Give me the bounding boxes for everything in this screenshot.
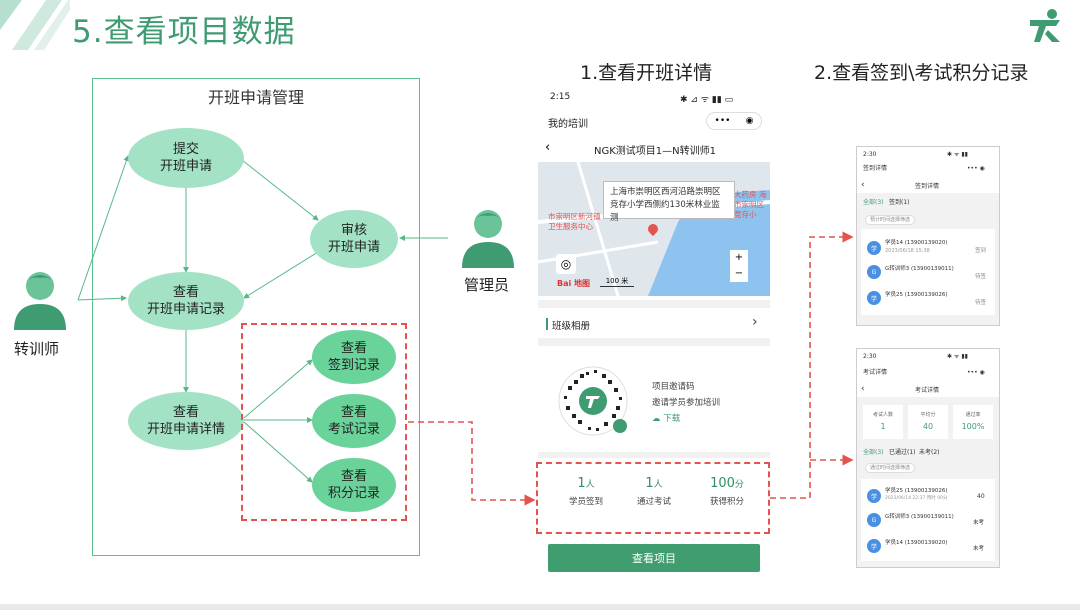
status-time: 2:15	[550, 92, 571, 102]
row-sub: 2023/06/18 15:38	[885, 248, 930, 254]
stat-exam: 1人 通过考试	[636, 476, 671, 507]
album-label[interactable]: 班级相册	[552, 321, 591, 332]
flow-box	[92, 78, 420, 556]
avatar: 学	[867, 241, 881, 255]
qr-code-icon	[558, 366, 628, 436]
row-status: 待签	[975, 300, 987, 306]
separator	[538, 338, 770, 346]
status-icons: ✱ ⊿ ᯤ ▮▮ ▭	[680, 95, 734, 105]
map-label-left: 市崇明区新河镇卫生服务中心	[548, 212, 601, 231]
brand-logo-icon	[1030, 9, 1060, 42]
avatar: 学	[867, 291, 881, 305]
trainer-label: 转训师	[14, 340, 60, 358]
zoom-controls[interactable]: +−	[730, 250, 748, 282]
node-review-application: 审核开班申请	[310, 210, 398, 268]
back-icon[interactable]: ‹	[545, 140, 551, 155]
section2-title: 2.查看签到\考试积分记录	[814, 62, 1029, 84]
row-name: 学员25 (13900139026)	[885, 292, 948, 298]
avatar: G	[867, 513, 881, 527]
locate-icon[interactable]: ◎	[556, 254, 576, 274]
nav-title: 签到详情	[863, 165, 888, 172]
status-icons: ✱ ᯤ ▮▮	[947, 353, 968, 360]
tab-passed[interactable]: 已通过(1)	[889, 449, 916, 456]
row-name: 学员14 (13900139020)	[885, 540, 948, 546]
more-icon[interactable]: •••	[714, 116, 731, 126]
avatar: G	[867, 265, 881, 279]
stat-sign: 1人 学员签到	[568, 476, 603, 507]
back-icon[interactable]: ‹	[861, 180, 865, 190]
record-icon[interactable]: ◉	[745, 116, 754, 126]
card-exam-count: 考试人数 1	[863, 405, 903, 439]
row-status: 未考	[973, 546, 985, 552]
exam-detail-screen: 2:30 ✱ ᯤ ▮▮ 考试详情 ••• ◉ ‹ 考试详情 考试人数 1 平均分…	[856, 348, 1000, 568]
tab-signed[interactable]: 签到(1)	[889, 199, 910, 206]
node-view-sign-record: 查看签到记录	[312, 330, 396, 384]
capsule-menu[interactable]: ••• ◉	[967, 369, 985, 376]
row-status: 40	[977, 493, 985, 500]
status-time: 2:30	[863, 353, 877, 360]
map-popup: 上海市崇明区西河沿路崇明区竞存小学西侧约130米林业监测	[603, 181, 735, 223]
tab-all[interactable]: 全部(3)	[863, 449, 884, 456]
node-view-application-record: 查看开班申请记录	[128, 272, 244, 330]
avatar: 学	[867, 489, 881, 503]
stats-highlight-box	[536, 462, 770, 534]
chevron-right-icon[interactable]: ›	[752, 314, 758, 330]
node-view-application-detail: 查看开班申请详情	[128, 392, 244, 450]
row-status: 签到	[975, 248, 987, 254]
album-marker	[546, 318, 548, 330]
map-scale: 100 米	[600, 276, 634, 287]
tab-not-taken[interactable]: 未考(2)	[919, 449, 940, 456]
row-name: G转训师3 (13900139011)	[885, 514, 954, 520]
avatar: 学	[867, 539, 881, 553]
tab-all[interactable]: 全部(3)	[863, 199, 884, 206]
status-time: 2:30	[863, 151, 877, 158]
view-project-button[interactable]: 查看项目	[548, 544, 760, 572]
row-name: 学员14 (13900139020)	[885, 240, 948, 246]
page-title: 签到详情	[915, 183, 940, 190]
sign-list	[861, 229, 995, 315]
row-name: G转训师3 (13900139011)	[885, 266, 954, 272]
sign-detail-screen: 2:30 ✱ ᯤ ▮▮ 签到详情 ••• ◉ ‹ 签到详情 全部(3) 签到(1…	[856, 146, 1000, 326]
page-title: 5.查看项目数据	[72, 14, 296, 50]
footer-bar	[0, 604, 1080, 610]
cloud-download-icon: ☁	[652, 414, 661, 424]
row-sub: 2023/06/14 22:37 用时 00分	[885, 496, 948, 501]
admin-avatar-icon	[462, 210, 514, 268]
map-brand: Bai 地图	[557, 279, 591, 288]
node-submit-application: 提交开班申请	[128, 128, 244, 188]
records-highlight-box	[241, 323, 407, 521]
card-pass-rate: 通过率 100%	[953, 405, 993, 439]
title-stripes	[0, 0, 70, 50]
capsule-menu[interactable]: ••• ◉	[706, 112, 762, 130]
nav-title: 考试详情	[863, 369, 888, 376]
filter-select[interactable]: 预计时间选择筛选	[865, 215, 916, 225]
invite-text: 邀请学员参加培训	[652, 398, 721, 408]
section1-title: 1.查看开班详情	[580, 62, 713, 84]
node-view-points-record: 查看积分记录	[312, 458, 396, 512]
node-view-exam-record: 查看考试记录	[312, 394, 396, 448]
capsule-menu[interactable]: ••• ◉	[967, 165, 985, 172]
row-status: 待签	[975, 274, 987, 280]
row-name: 学员25 (13900139026)	[885, 488, 948, 494]
exam-list	[861, 479, 995, 561]
map-label-right: 大药房 海市崇明区竞存小	[734, 190, 767, 219]
back-icon[interactable]: ‹	[861, 384, 865, 394]
status-icons: ✱ ᯤ ▮▮	[947, 151, 968, 158]
filter-select[interactable]: 通过时间选择筛选	[865, 463, 916, 473]
card-avg-score: 平均分 40	[908, 405, 948, 439]
separator	[538, 300, 770, 308]
stat-points: 100分 获得积分	[709, 476, 744, 507]
page-title: 考试详情	[915, 387, 940, 394]
phone-page-title: NGK测试项目1—N转训师1	[594, 146, 716, 157]
trainer-avatar-icon	[14, 272, 66, 330]
separator	[538, 452, 770, 458]
invite-code-label: 项目邀请码	[652, 382, 695, 392]
admin-label: 管理员	[464, 276, 510, 294]
flow-box-title: 开班申请管理	[207, 88, 304, 107]
row-status: 未考	[973, 520, 985, 526]
download-link[interactable]: ☁ 下载	[652, 414, 681, 424]
nav-title: 我的培训	[548, 119, 588, 130]
